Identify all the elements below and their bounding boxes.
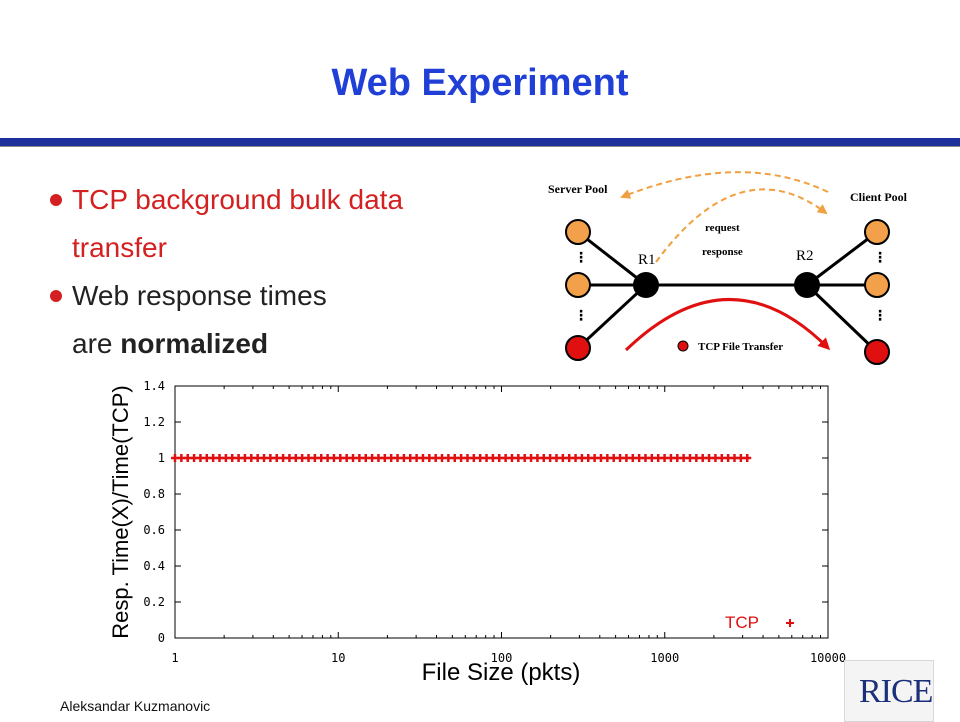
client-ellipsis-2: ⋮: [873, 308, 887, 324]
response-arrow: [620, 171, 829, 199]
client-node-tcp: [864, 339, 890, 365]
request-arrow: [655, 188, 828, 263]
server-node-web-2: [565, 272, 591, 298]
y-tick-label: 0.4: [143, 559, 165, 573]
x-tick-label: 1000: [650, 651, 679, 665]
rice-logo-text: RICE: [859, 673, 933, 710]
y-tick-label: 0.2: [143, 595, 165, 609]
y-axis-ticks: 0 0.2 0.4 0.6 0.8 1 1.2 1.4: [143, 379, 828, 645]
server-node-tcp: [565, 335, 591, 361]
bullet-dot-icon: [50, 290, 62, 302]
title-divider-shadow: [0, 146, 960, 147]
slide-title: Web Experiment: [331, 62, 629, 104]
client-node-web-1: [864, 219, 890, 245]
tcp-transfer-label: TCP File Transfer: [698, 341, 783, 353]
router-r1-label: R1: [638, 252, 656, 268]
x-tick-label: 10000: [810, 651, 846, 665]
bullet-list: TCP background bulk data transfer Web re…: [48, 176, 403, 368]
x-tick-label: 1: [171, 651, 178, 665]
y-tick-label: 0: [158, 631, 165, 645]
router-r1: [633, 272, 659, 298]
tcp-transfer-arrow: [624, 298, 831, 352]
bullet-item-2: Web response times: [48, 272, 403, 320]
client-node-web-2: [864, 272, 890, 298]
tcp-series: [171, 454, 752, 462]
rice-logo: RICE: [844, 660, 934, 722]
legend-marker: [786, 619, 794, 627]
server-ellipsis-1: ⋮: [574, 250, 588, 266]
bullet-2-continuation: are normalized: [48, 320, 403, 368]
bullet-1-continuation: transfer: [72, 232, 167, 263]
y-tick-label: 0.6: [143, 523, 165, 537]
server-ellipsis-2: ⋮: [574, 308, 588, 324]
bullet-1-text: TCP background bulk data: [72, 184, 404, 215]
bullet-item-1: TCP background bulk data: [48, 176, 403, 224]
y-tick-label: 0.8: [143, 487, 165, 501]
client-pool-label: Client Pool: [850, 190, 908, 204]
router-r2: [794, 272, 820, 298]
x-tick-label: 100: [491, 651, 513, 665]
bullet-dot-icon: [50, 194, 62, 206]
author-name: Aleksandar Kuzmanovic: [60, 698, 211, 714]
y-tick-label: 1.4: [143, 379, 165, 393]
x-axis-ticks: 1 10 100 1000 10000: [171, 386, 846, 665]
x-tick-label: 10: [331, 651, 345, 665]
request-label: request: [705, 222, 740, 234]
plot-frame: [174, 385, 829, 639]
title-divider: [0, 138, 960, 146]
server-node-web-1: [565, 219, 591, 245]
y-tick-label: 1: [158, 451, 165, 465]
tcp-data-point: [743, 454, 752, 462]
client-ellipsis-1: ⋮: [873, 250, 887, 266]
bullet-2-continuation-prefix: are: [72, 328, 121, 359]
bullet-2-text: Web response times: [72, 280, 327, 311]
tcp-transfer-legend-dot: [677, 340, 689, 352]
bullet-2-continuation-bold: normalized: [120, 328, 269, 359]
y-axis-label: Resp. Time(X)/Time(TCP): [108, 385, 133, 638]
legend-label: TCP: [725, 613, 759, 632]
router-r2-label: R2: [796, 248, 814, 264]
server-pool-label: Server Pool: [548, 182, 608, 196]
response-label: response: [702, 246, 743, 258]
x-axis-label: File Size (pkts): [422, 659, 581, 686]
y-tick-label: 1.2: [143, 415, 165, 429]
